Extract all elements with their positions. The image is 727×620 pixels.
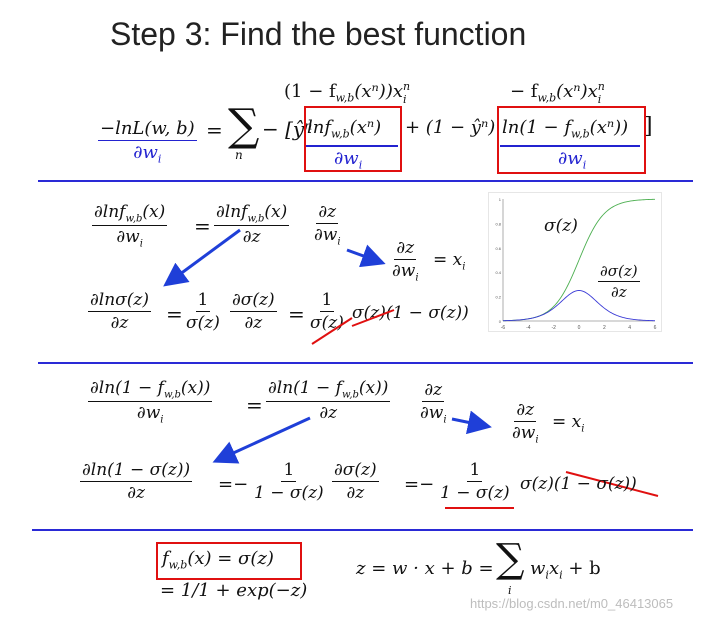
divider-1 (38, 180, 693, 182)
sec3-lhs-fraction: ∂ln(1 − fw,b(x)) ∂wi (88, 378, 213, 426)
sec3-strike-2 (565, 471, 659, 497)
sec2-arrow-right (346, 244, 386, 268)
sec4-sum-sign: ∑ (496, 536, 525, 582)
sec4-fdef-expansion: = 1/1 + exp(−z) (160, 580, 308, 601)
sec2-lower-equals-2: = (288, 302, 305, 326)
sec3-equals: = (246, 393, 263, 417)
eq1-middle-term: + (1 − ŷⁿ) (405, 117, 496, 138)
sigmoid-plot: -6 -4 -2 0 2 4 6 1 0.8 0.6 0.4 0.2 0 (488, 192, 662, 332)
eq1-term2: ln(1 − fw,b(xⁿ)) (502, 117, 629, 141)
sec2-tail: σ(z)(1 − σ(z)) (352, 303, 469, 323)
sec3-dz-fraction: ∂z ∂wi (512, 400, 539, 446)
sec2-arrow-down (163, 228, 241, 287)
sec3-arrow-down (212, 416, 311, 464)
plot-y-tick: 0 (499, 319, 502, 324)
eq1-highlight-box-1 (304, 106, 402, 172)
divider-3 (32, 529, 693, 531)
plot-x-tick: -2 (551, 325, 556, 331)
sec3-rhs-fraction-1: ∂ln(1 − fw,b(x)) ∂z (266, 378, 391, 424)
sec2-lower-equals: = (166, 302, 183, 326)
sec2-rhs-fraction-1: ∂lnfw,b(x) ∂z (214, 202, 290, 248)
plot-sigmoid-curve (502, 198, 656, 322)
sec3-one-over-one-minus-sigma: 1 1 − σ(z) (254, 460, 324, 503)
watermark: https://blog.csdn.net/m0_46413065 (470, 596, 674, 611)
plot-derivative-curve (502, 290, 656, 322)
sec3-arrow-right (451, 410, 492, 435)
plot-x-tick: 0 (578, 325, 581, 331)
eq1-term2-denominator: ∂wi (558, 148, 587, 172)
sec2-lower-lhs-fraction: ∂lnσ(z) ∂z (88, 290, 152, 333)
sec2-lhs-fraction: ∂lnfw,b(x) ∂wi (92, 202, 168, 250)
sec2-strike-1 (311, 317, 353, 345)
sigmoid-plot-svg: -6 -4 -2 0 2 4 6 1 0.8 0.6 0.4 0.2 0 (495, 197, 657, 331)
sec3-dz-rhs: = xi (552, 412, 585, 435)
plot-derivative-label: ∂σ(z) ∂z (598, 262, 640, 301)
plot-sigma-label: σ(z) (544, 216, 578, 236)
sec3-lower-equals-neg-2: =− (404, 474, 435, 495)
eq1-term1: lnfw,b(xⁿ) (307, 117, 382, 141)
plot-y-tick: 1 (499, 197, 502, 202)
sec3-rhs-fraction-2: ∂z ∂wi (420, 380, 447, 426)
eq1-equals: = (206, 118, 223, 142)
plot-x-tick: 6 (654, 325, 657, 331)
plot-x-tick: -4 (526, 325, 531, 331)
sec2-strike-2 (351, 309, 395, 327)
sec4-sum-index: i (508, 584, 512, 597)
plot-x-tick: 4 (628, 325, 631, 331)
sec4-fdef: fw,b(x) = σ(z) (162, 548, 274, 572)
eq1-highlight-box-2 (497, 106, 646, 174)
sec3-lower-lhs-fraction: ∂ln(1 − σ(z)) ∂z (80, 460, 193, 503)
sec4-zdef: z = w · x + b = (356, 558, 494, 579)
page-title: Step 3: Find the best function (110, 16, 527, 52)
plot-y-tick: 0.2 (495, 295, 501, 300)
sec2-dz-fraction: ∂z ∂wi (392, 238, 419, 284)
eq1-sum-sign: ∑ (228, 100, 260, 151)
sec2-one-over-sigma: 1 σ(z) (186, 290, 220, 333)
plot-x-tick: 2 (603, 325, 606, 331)
eq1-sum-index: n (235, 148, 243, 162)
sec2-dz-rhs: = xi (433, 250, 466, 273)
sec4-zdef-terms: wixi + b (530, 558, 601, 582)
sec2-equals: = (194, 214, 211, 238)
eq1-term1-fraction-bar (306, 145, 398, 147)
plot-y-tick: 0.8 (495, 221, 501, 226)
eq1-close-bracket: ] (644, 114, 653, 139)
sec2-dsigma-fraction: ∂σ(z) ∂z (230, 290, 277, 333)
eq1-lhs-fraction: −lnL(w, b) ∂wi (98, 118, 197, 166)
eq1-term1-denominator: ∂wi (334, 148, 363, 172)
eq1-minus-bracket: − [ŷⁿ (262, 117, 313, 141)
fdef-highlight-box (156, 542, 302, 580)
plot-y-tick: 0.4 (495, 270, 501, 275)
sec3-tail: σ(z)(1 − σ(z)) (520, 474, 637, 494)
eq1-term2-fraction-bar (500, 145, 640, 147)
plot-y-tick: 0.6 (495, 246, 501, 251)
sec3-lower-equals-neg: =− (218, 474, 249, 495)
sec3-one-over-one-minus-sigma-2: 1 1 − σ(z) (440, 460, 510, 503)
divider-2 (38, 362, 693, 364)
plot-x-tick: -6 (501, 325, 506, 331)
sec3-dsigma-fraction: ∂σ(z) ∂z (332, 460, 379, 503)
sec2-rhs-fraction-2: ∂z ∂wi (314, 202, 341, 248)
